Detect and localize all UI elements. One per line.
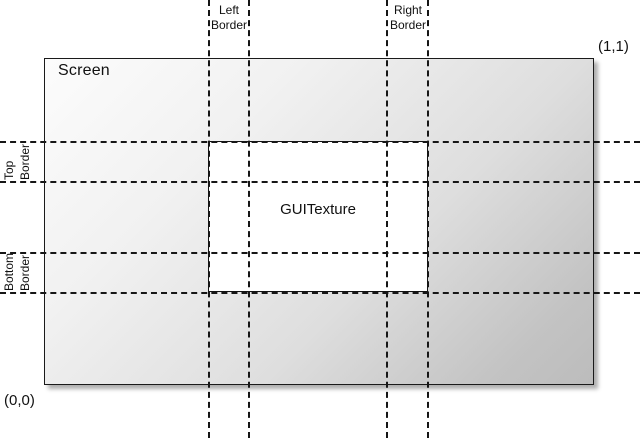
label-bottom-border-line2: Border	[18, 254, 32, 291]
guide-line-right-inner	[386, 0, 388, 438]
label-left-border: Left Border	[211, 3, 247, 33]
label-right-border-line2: Border	[389, 18, 427, 32]
guitexture-label: GUITexture	[280, 201, 356, 218]
label-top-border-line1: Top	[2, 160, 16, 180]
screen-label: Screen	[58, 62, 110, 79]
label-bottom-border-line1: Bottom	[2, 252, 16, 291]
coordinate-label-max: (1,1)	[598, 38, 629, 55]
guide-line-bottom-outer	[0, 292, 640, 294]
guitexture-rectangle	[208, 141, 428, 292]
guide-line-bottom-inner	[0, 252, 640, 254]
label-bottom-border-secondary: Border	[18, 255, 33, 291]
label-right-border: Right Border	[389, 3, 427, 33]
coordinate-label-origin: (0,0)	[4, 392, 35, 409]
label-top-border: Top	[2, 161, 17, 180]
label-right-border-line1: Right	[393, 3, 422, 17]
guide-line-top-inner	[0, 181, 640, 183]
label-left-border-line1: Left	[218, 3, 239, 17]
label-left-border-line2: Border	[211, 18, 248, 32]
guide-line-top-outer	[0, 141, 640, 143]
label-top-border-secondary: Border	[18, 144, 33, 180]
guide-line-left-outer	[208, 0, 210, 438]
guide-line-left-inner	[248, 0, 250, 438]
guide-line-right-outer	[427, 0, 429, 438]
label-bottom-border: Bottom	[2, 253, 17, 291]
label-top-border-line2: Border	[18, 143, 32, 180]
